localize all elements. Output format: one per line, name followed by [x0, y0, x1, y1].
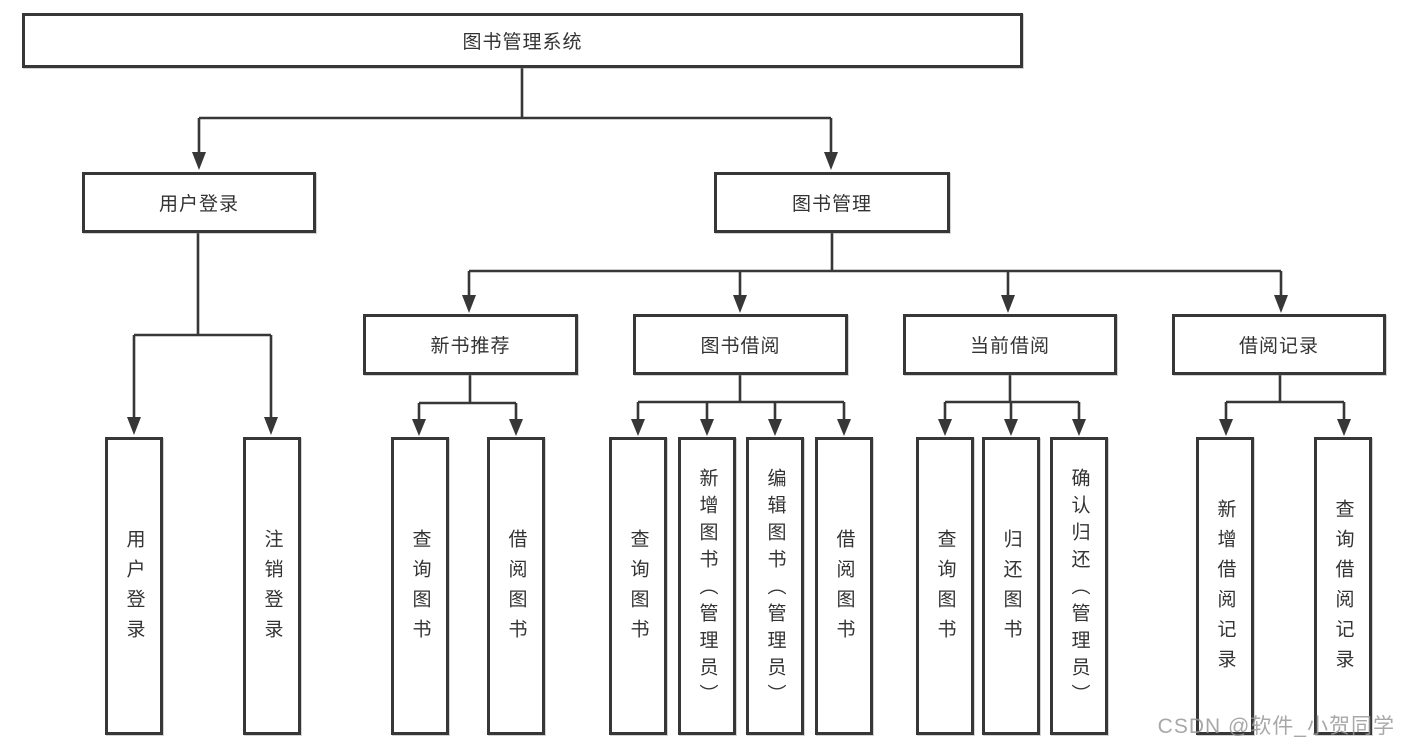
- leaf-newbook-borrow-books: 借阅图书: [487, 437, 545, 735]
- connector-current-to-leaves: [938, 375, 1086, 436]
- leaf-newbook-query-books: 查询图书: [391, 437, 449, 735]
- connector-records-to-leaves: [1219, 375, 1351, 436]
- leaf-current-query-books: 查询图书: [916, 437, 974, 735]
- node-book-borrow: 图书借阅: [633, 314, 848, 375]
- node-user-login: 用户登录: [82, 172, 316, 233]
- connector-root-to-level2: [192, 68, 838, 170]
- csdn-watermark: CSDN @软件_小贺同学: [1157, 715, 1395, 738]
- leaf-logout: 注销登录: [243, 437, 301, 735]
- node-new-book-recommend: 新书推荐: [363, 314, 578, 375]
- node-borrow-records: 借阅记录: [1172, 314, 1386, 375]
- node-library-management-system: 图书管理系统: [22, 13, 1023, 68]
- connector-userlogin-to-leaves: [127, 232, 278, 435]
- leaf-add-borrow-record: 新增借阅记录: [1196, 437, 1254, 735]
- leaf-user-login: 用户登录: [105, 437, 163, 735]
- leaf-query-borrow-record: 查询借阅记录: [1314, 437, 1372, 735]
- leaf-edit-books-admin: 编辑图书（管理员）: [746, 437, 804, 735]
- node-current-borrow: 当前借阅: [903, 314, 1117, 375]
- node-book-management: 图书管理: [714, 172, 950, 233]
- leaf-add-books-admin: 新增图书（管理员）: [678, 437, 736, 735]
- leaf-return-books: 归还图书: [982, 437, 1040, 735]
- leaf-confirm-return-admin: 确认归还（管理员）: [1050, 437, 1108, 735]
- connector-bookmgmt-to-level3: [462, 232, 1288, 313]
- leaf-borrow-query-books: 查询图书: [609, 437, 667, 735]
- connector-newbook-to-leaves: [412, 375, 523, 436]
- connector-borrow-to-leaves: [631, 375, 851, 436]
- leaf-borrow-books: 借阅图书: [815, 437, 873, 735]
